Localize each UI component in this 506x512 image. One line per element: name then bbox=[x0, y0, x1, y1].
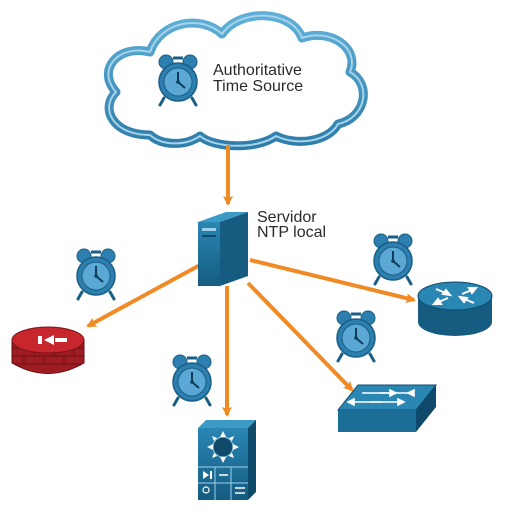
server-label-line1: Servidor bbox=[257, 209, 317, 226]
alarm-clock-icon-router bbox=[372, 232, 414, 286]
alarm-clock-icon-switch bbox=[335, 309, 377, 363]
ntp-arrows bbox=[86, 145, 416, 417]
server-icon bbox=[198, 212, 248, 286]
arrow-server-to-firewall bbox=[86, 263, 201, 328]
alarm-clock-icon-multilayer-switch bbox=[171, 353, 213, 407]
alarm-clock-icon-source bbox=[157, 53, 199, 107]
source-label-line2: Time Source bbox=[213, 78, 304, 95]
cloud-icon bbox=[103, 11, 368, 151]
source-label-line1: Authoritative bbox=[213, 62, 302, 79]
server-label-line2: NTP local bbox=[257, 224, 327, 241]
switch-icon bbox=[336, 384, 438, 432]
router-icon bbox=[417, 281, 493, 336]
arrow-server-to-switch bbox=[246, 281, 354, 392]
multilayer-switch-icon bbox=[198, 420, 256, 500]
firewall-icon bbox=[11, 326, 85, 374]
arrow-server-to-router bbox=[249, 258, 416, 303]
alarm-clock-icon-firewall bbox=[75, 247, 117, 301]
